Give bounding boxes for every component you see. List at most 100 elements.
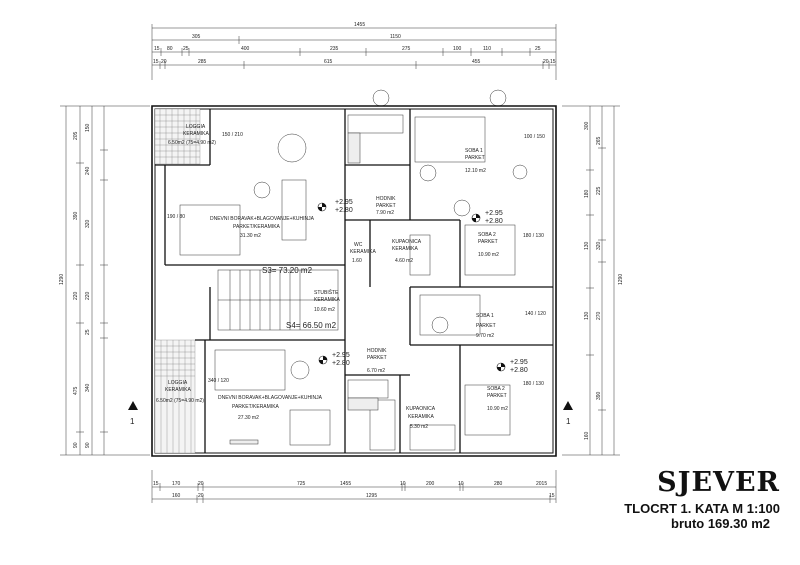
svg-text:10.60 m2: 10.60 m2: [314, 307, 335, 313]
dim-bottom-row1: 15 170 20 725 1455 10 200 10 280 2015: [153, 481, 547, 487]
svg-text:1: 1: [566, 417, 571, 426]
gross-area-label: bruto 169.30 m2: [671, 516, 770, 531]
svg-text:5.30 m2: 5.30 m2: [410, 424, 428, 430]
svg-text:PARKET: PARKET: [478, 239, 498, 245]
svg-text:+2.80: +2.80: [335, 207, 353, 214]
svg-text:90: 90: [85, 442, 91, 448]
svg-text:LOGGIA: LOGGIA: [168, 380, 188, 386]
svg-text:320: 320: [85, 219, 91, 228]
svg-text:130: 130: [584, 241, 590, 250]
svg-text:80: 80: [167, 46, 173, 52]
svg-text:170: 170: [172, 481, 181, 487]
svg-text:+2.80: +2.80: [332, 360, 350, 367]
room-label-hall-bottom: HODNIK PARKET 6.70 m2: [367, 348, 387, 374]
svg-text:KUPAONICA: KUPAONICA: [406, 406, 436, 412]
svg-text:KERAMIKA: KERAMIKA: [350, 249, 377, 255]
svg-text:SOBA 2: SOBA 2: [487, 386, 505, 392]
svg-text:340: 340: [85, 383, 91, 392]
grid-axis-markers: [372, 89, 507, 107]
svg-text:+2.80: +2.80: [485, 218, 503, 225]
svg-text:615: 615: [324, 59, 333, 65]
svg-text:180: 180: [584, 189, 590, 198]
svg-text:KERAMIKA: KERAMIKA: [408, 414, 435, 420]
svg-text:KUPAONICA: KUPAONICA: [392, 239, 422, 245]
svg-text:PARKET: PARKET: [465, 155, 485, 161]
svg-text:340 / 120: 340 / 120: [208, 378, 229, 384]
svg-text:31.30 m2: 31.30 m2: [240, 233, 261, 239]
room-label-bathroom-bottom: KUPAONICA KERAMIKA 5.30 m2: [406, 406, 436, 430]
svg-text:+2.95: +2.95: [485, 210, 503, 217]
apartment-area-s4: S4= 66.50 m2: [286, 321, 337, 330]
svg-text:220: 220: [73, 291, 79, 300]
top-dimension-chain: [151, 24, 557, 80]
apartment-area-s3: S3= 73.20 m2: [262, 266, 313, 275]
svg-text:10.90 m2: 10.90 m2: [478, 252, 499, 258]
svg-text:190 / 80: 190 / 80: [167, 214, 185, 220]
svg-text:SOBA 1: SOBA 1: [476, 313, 494, 319]
room-label-living-top: DNEVNI BORAVAK+BLAGOVANJE+KUHINJA PARKET…: [210, 216, 315, 239]
kitchen-counter: [229, 132, 379, 445]
svg-text:SOBA 1: SOBA 1: [465, 148, 483, 154]
svg-text:270: 270: [596, 311, 602, 320]
dim-top-total: 1455: [354, 22, 365, 28]
room-label-loggia-bottom: LOGGIA KERAMIKA 6.50m2 (75=4.90 m2): [156, 380, 204, 404]
dim-top-row2-a: 305: [192, 34, 201, 40]
svg-text:240: 240: [85, 166, 91, 175]
svg-text:280: 280: [494, 481, 503, 487]
plan-scale-label: TLOCRT 1. KATA M 1:100: [624, 501, 780, 516]
svg-text:+2.95: +2.95: [510, 359, 528, 366]
svg-text:HODNIK: HODNIK: [367, 348, 387, 354]
north-label: SJEVER: [657, 467, 780, 498]
svg-text:390: 390: [73, 211, 79, 220]
level-marker-4: +2.95 +2.80: [496, 359, 528, 374]
svg-text:150 / 210: 150 / 210: [222, 132, 243, 138]
svg-text:200: 200: [426, 481, 435, 487]
svg-text:100: 100: [453, 46, 462, 52]
svg-text:205: 205: [73, 131, 79, 140]
section-marker-right: 1: [563, 401, 573, 426]
svg-text:PARKET: PARKET: [367, 355, 387, 361]
svg-text:PARKET: PARKET: [487, 393, 507, 399]
svg-text:160: 160: [172, 493, 181, 499]
left-dimension-chain: [60, 105, 150, 456]
svg-text:20: 20: [198, 493, 204, 499]
svg-text:PARKET: PARKET: [476, 323, 496, 329]
room-label-bathroom-top: KUPAONICA KERAMIKA 4.60 m2: [392, 239, 422, 264]
svg-text:275: 275: [402, 46, 411, 52]
svg-text:KERAMIKA: KERAMIKA: [183, 131, 210, 137]
svg-text:1455: 1455: [340, 481, 351, 487]
room-label-bedroom1-top: SOBA 1 PARKET 12.10 m2: [465, 148, 486, 174]
svg-text:220: 220: [85, 291, 91, 300]
svg-text:25: 25: [535, 46, 541, 52]
dim-right-row3: 300 180 130 130 160: [584, 121, 590, 440]
svg-text:2015: 2015: [536, 481, 547, 487]
svg-text:9.70 m2: 9.70 m2: [476, 333, 494, 339]
dim-top-row2-b: 1150: [390, 34, 401, 40]
svg-text:265: 265: [596, 136, 602, 145]
svg-text:6.50m2 (75=4.90 m2): 6.50m2 (75=4.90 m2): [168, 140, 216, 146]
svg-text:4.60 m2: 4.60 m2: [395, 258, 413, 264]
svg-text:285: 285: [198, 59, 207, 65]
section-marker-left: 1: [128, 401, 138, 426]
svg-text:1: 1: [130, 417, 135, 426]
svg-text:PARKET/KERAMIKA: PARKET/KERAMIKA: [233, 224, 281, 230]
svg-text:10: 10: [400, 481, 406, 487]
svg-text:455: 455: [472, 59, 481, 65]
building-walls: [151, 105, 557, 457]
dim-top-row4: 15 20 285 615 455 20 15: [153, 59, 556, 65]
svg-text:20: 20: [198, 481, 204, 487]
svg-text:20: 20: [161, 59, 167, 65]
svg-text:1.60: 1.60: [352, 258, 362, 264]
svg-text:7.90 m2: 7.90 m2: [376, 210, 394, 216]
svg-text:10.90 m2: 10.90 m2: [487, 406, 508, 412]
title-block: SJEVER TLOCRT 1. KATA M 1:100 bruto 169.…: [610, 467, 780, 532]
room-label-loggia-top: LOGGIA KERAMIKA 6.50m2 (75=4.90 m2): [168, 124, 216, 146]
svg-text:15: 15: [153, 59, 159, 65]
room-label-hall-top: HODNIK PARKET 7.90 m2: [376, 196, 396, 216]
svg-text:STUBIŠTE: STUBIŠTE: [314, 289, 339, 296]
svg-text:12.10 m2: 12.10 m2: [465, 168, 486, 174]
svg-text:KERAMIKA: KERAMIKA: [392, 246, 419, 252]
level-marker-3: +2.95 +2.80: [318, 352, 350, 367]
svg-text:180 / 130: 180 / 130: [523, 381, 544, 387]
room-label-bedroom2-bottom: SOBA 2 PARKET 10.90 m2: [487, 386, 508, 412]
